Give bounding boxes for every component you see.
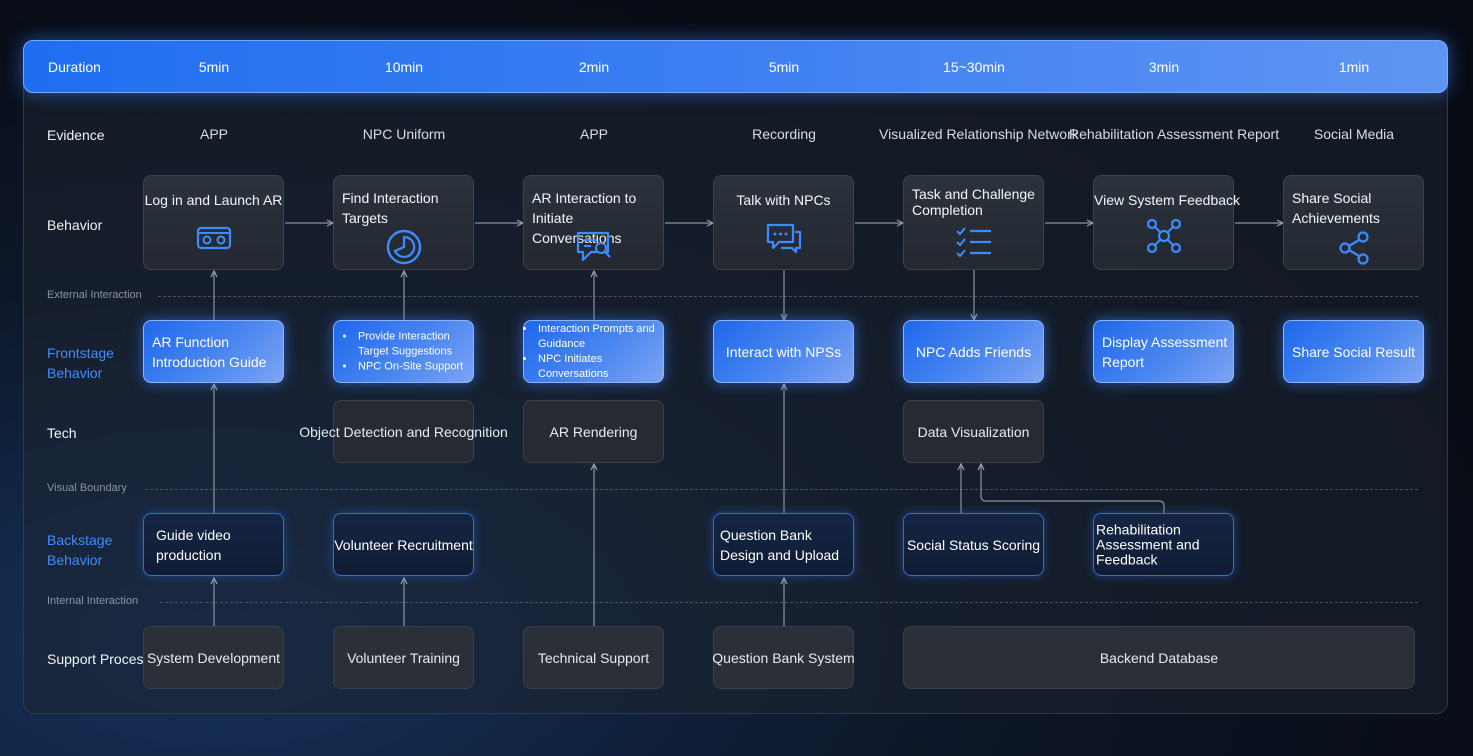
frontstage-label-7: Share Social Result	[1292, 343, 1415, 360]
behavior-card-4: Talk with NPCs	[713, 175, 854, 270]
backstage-label-4: Social Status Scoring	[906, 536, 1041, 553]
separator-external	[158, 296, 1418, 297]
duration-2: 10min	[384, 59, 424, 75]
behavior-card-2: Find Interaction Targets	[333, 175, 474, 270]
backstage-card-4: Social Status Scoring	[903, 513, 1044, 576]
backstage-card-3: Question Bank Design and Upload	[713, 513, 854, 576]
separator-visual	[145, 489, 1418, 490]
behavior-label-6: View System Feedback	[1094, 192, 1241, 208]
support-label-2: Volunteer Training	[347, 649, 460, 666]
separator-label-internal: Internal Interaction	[47, 595, 139, 607]
behavior-card-6: View System Feedback	[1093, 175, 1241, 270]
separator-label-visual: Visual Boundary	[47, 482, 127, 494]
support-card-3: Technical Support	[523, 626, 664, 689]
support-label-5: Backend Database	[1099, 649, 1219, 666]
frontstage-label-1: AR Function Introduction Guide	[152, 333, 267, 370]
behavior-card-1: Log in and Launch AR	[143, 175, 284, 270]
behavior-card-3: AR Interaction to Initiate Conversations	[523, 175, 664, 270]
frontstage-list-2: Provide Interaction Target Suggestions N…	[334, 329, 473, 374]
tech-label-2: AR Rendering	[549, 423, 638, 440]
backstage-label-5: Rehabilitation Assessment and Feedback	[1096, 521, 1200, 567]
duration-header: Duration 5min 10min 2min 5min 15~30min 3…	[23, 40, 1448, 93]
frontstage-card-4: Interact with NPSs	[713, 320, 854, 383]
tech-card-2: AR Rendering	[523, 400, 664, 463]
tech-card-3: Data Visualization	[903, 400, 1044, 463]
chat-bubbles-icon	[766, 223, 801, 254]
target-icon	[386, 229, 421, 265]
evidence-6: Rehabilitation Assessment Report	[1069, 126, 1280, 142]
duration-6: 3min	[1148, 59, 1180, 75]
backstage-label-3: Question Bank Design and Upload	[720, 526, 840, 563]
vr-headset-icon	[196, 226, 231, 250]
behavior-card-5: Task and Challenge Completion	[903, 175, 1044, 270]
backstage-card-1: Guide video production	[143, 513, 284, 576]
support-label-3: Technical Support	[537, 649, 650, 666]
evidence-4: Recording	[752, 126, 816, 142]
duration-label: Duration	[48, 59, 101, 75]
chat-search-icon	[576, 231, 611, 262]
separator-internal	[160, 602, 1418, 603]
frontstage-label-5: NPC Adds Friends	[915, 343, 1032, 360]
behavior-label-4: Talk with NPCs	[736, 192, 831, 208]
row-label-backstage: Backstage Behavior	[47, 532, 113, 568]
frontstage-item: NPC On-Site Support	[356, 359, 473, 374]
support-card-5: Backend Database	[903, 626, 1415, 689]
support-label-4: Question Bank System	[712, 649, 855, 666]
behavior-label-7: Share Social Achievements	[1292, 190, 1380, 226]
frontstage-card-2: Provide Interaction Target Suggestions N…	[333, 320, 474, 383]
duration-7: 1min	[1338, 59, 1370, 75]
evidence-3: APP	[579, 126, 608, 142]
frontstage-list-3: Interaction Prompts and Guidance NPC Ini…	[524, 322, 663, 382]
behavior-card-7: Share Social Achievements	[1283, 175, 1424, 270]
behavior-label-5: Task and Challenge Completion	[912, 186, 1035, 218]
backstage-label-2: Volunteer Recruitment	[334, 536, 473, 553]
frontstage-card-5: NPC Adds Friends	[903, 320, 1044, 383]
duration-1: 5min	[198, 59, 230, 75]
row-label-support: Support Process	[47, 651, 151, 667]
frontstage-card-6: Display Assessment Report	[1093, 320, 1234, 383]
tech-label-3: Data Visualization	[917, 423, 1030, 440]
share-icon	[1338, 231, 1369, 265]
row-label-frontstage: Frontstage Behavior	[47, 345, 114, 381]
row-label-tech: Tech	[47, 425, 77, 441]
frontstage-item: Interaction Prompts and Guidance	[536, 322, 663, 352]
evidence-5: Visualized Relationship Network	[879, 126, 1079, 142]
row-label-behavior: Behavior	[47, 217, 103, 233]
evidence-1: APP	[199, 126, 228, 142]
frontstage-card-3: Interaction Prompts and Guidance NPC Ini…	[523, 320, 664, 383]
network-icon	[1146, 218, 1181, 254]
support-label-1: System Development	[146, 649, 281, 666]
support-card-1: System Development	[143, 626, 284, 689]
separator-label-external: External Interaction	[47, 289, 142, 301]
backstage-card-2: Volunteer Recruitment	[333, 513, 474, 576]
duration-5: 15~30min	[943, 59, 1005, 75]
tech-card-1: Object Detection and Recognition	[299, 400, 508, 463]
checklist-icon	[955, 227, 991, 258]
frontstage-card-1: AR Function Introduction Guide	[143, 320, 284, 383]
support-card-2: Volunteer Training	[333, 626, 474, 689]
behavior-label-1: Log in and Launch AR	[144, 192, 283, 208]
frontstage-item: Provide Interaction Target Suggestions	[356, 329, 473, 359]
frontstage-card-7: Share Social Result	[1283, 320, 1424, 383]
duration-4: 5min	[768, 59, 800, 75]
frontstage-label-6: Display Assessment Report	[1102, 333, 1228, 370]
frontstage-label-4: Interact with NPSs	[725, 343, 842, 360]
tech-label-1: Object Detection and Recognition	[299, 423, 508, 440]
evidence-2: NPC Uniform	[362, 126, 446, 142]
behavior-label-2: Find Interaction Targets	[342, 190, 439, 226]
frontstage-item: NPC Initiates Conversations	[536, 352, 663, 382]
support-card-4: Question Bank System	[712, 626, 855, 689]
backstage-card-5: Rehabilitation Assessment and Feedback	[1093, 513, 1234, 576]
backstage-label-1: Guide video production	[156, 526, 231, 563]
evidence-7: Social Media	[1313, 126, 1395, 142]
row-label-evidence: Evidence	[47, 127, 105, 143]
duration-3: 2min	[578, 59, 610, 75]
